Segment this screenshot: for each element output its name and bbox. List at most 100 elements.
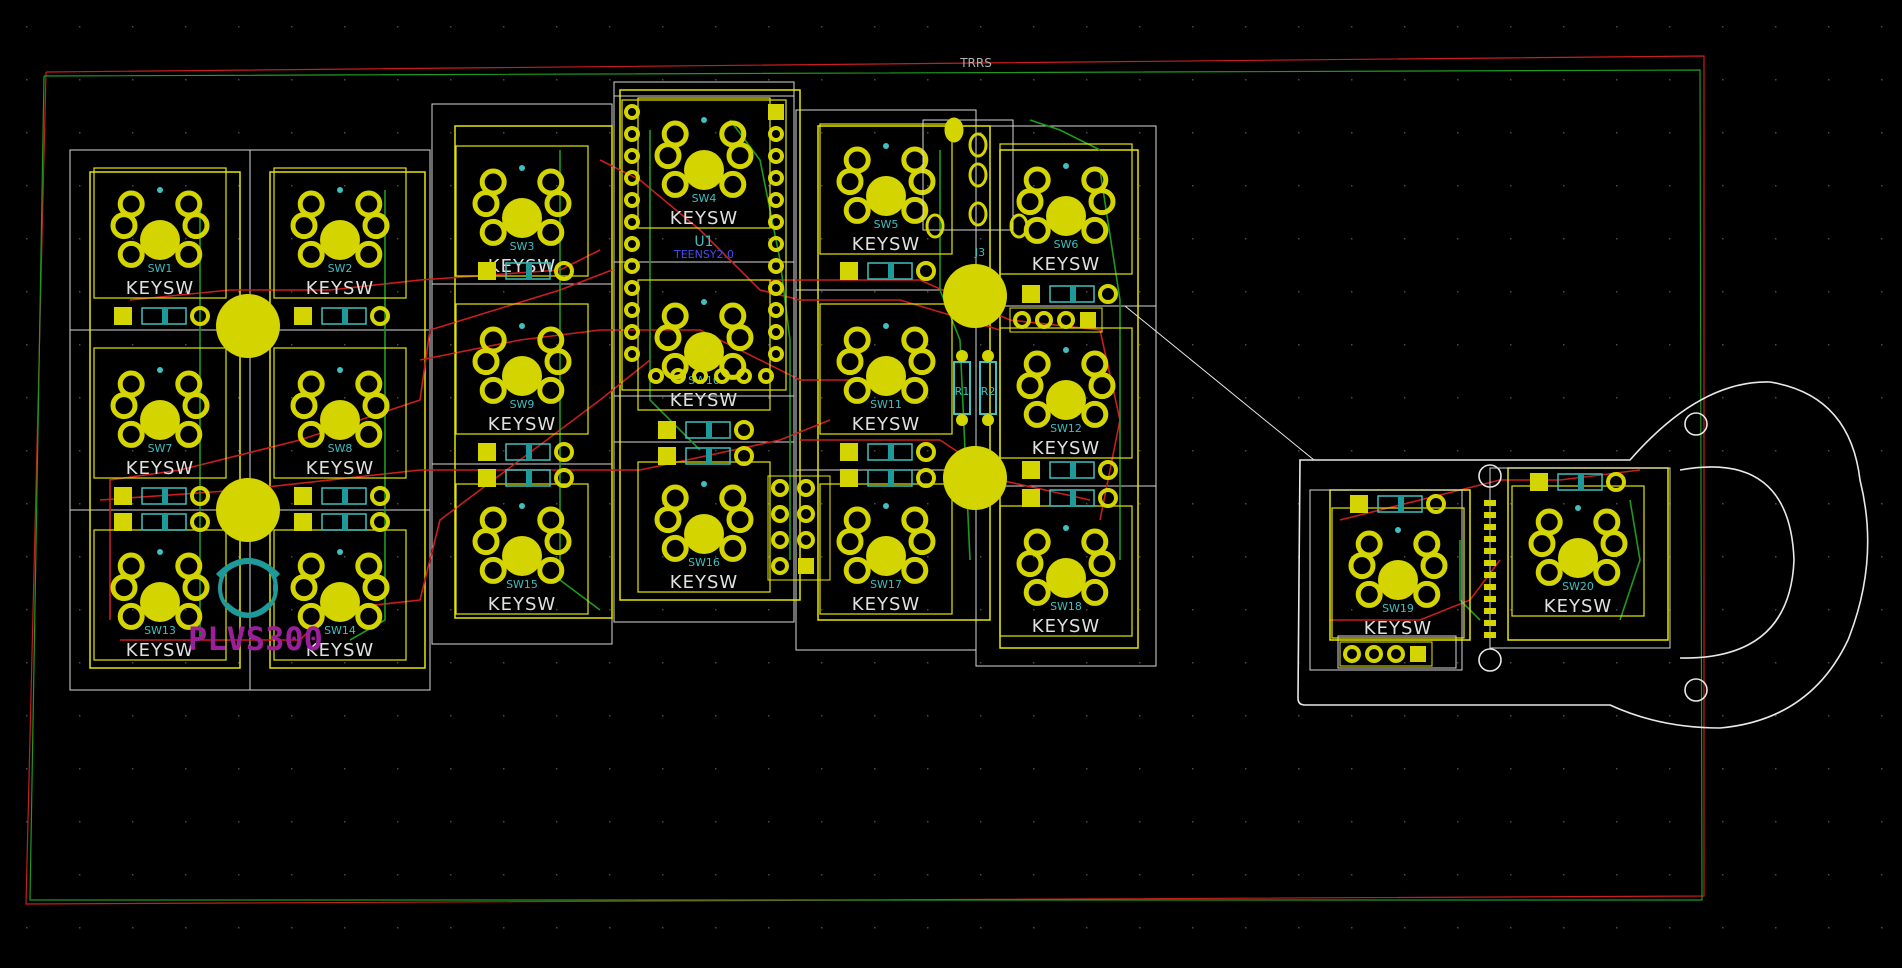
resistors	[953, 350, 997, 426]
switch-ref-label: SW14	[324, 624, 356, 637]
diode	[1022, 488, 1118, 508]
diode	[294, 512, 390, 532]
diode	[840, 261, 936, 281]
switch-ref-label: SW18	[1050, 600, 1082, 613]
switch-ref-label: SW5	[874, 218, 899, 231]
switch-value-label: KEYSW	[1032, 254, 1100, 275]
switch-value-label: KEYSW	[1032, 438, 1100, 459]
switch-value-label: KEYSW	[852, 234, 920, 255]
switch-value-label: KEYSW	[306, 458, 374, 479]
switch-ref-label: SW8	[328, 442, 353, 455]
switch-value-label: KEYSW	[306, 278, 374, 299]
mount-hole	[943, 446, 1007, 510]
thumb-connector-pads	[1484, 500, 1496, 638]
diode	[294, 486, 390, 506]
diode	[1022, 460, 1118, 480]
mcu-ref-label: U1	[694, 234, 713, 250]
switch-value-label: KEYSW	[670, 572, 738, 593]
resistor-label-r1: R1	[955, 385, 970, 398]
switch-value-label: KEYSW	[852, 594, 920, 615]
mcu-value-label: TEENSY2.0	[673, 248, 734, 261]
resistor-label-r2: R2	[981, 385, 996, 398]
switch-value-label: KEYSW	[1032, 616, 1100, 637]
switch-ref-label: SW12	[1050, 422, 1082, 435]
diode	[294, 306, 390, 326]
switch-value-label: KEYSW	[670, 390, 738, 411]
diode	[1350, 494, 1446, 514]
diode	[478, 468, 574, 488]
switch-ref-label: SW6	[1054, 238, 1079, 251]
switch-ref-label: SW1	[148, 262, 173, 275]
diode	[658, 420, 754, 440]
diode	[114, 486, 210, 506]
switch-ref-label: SW4	[692, 192, 717, 205]
switch-ref-label: SW19	[1382, 602, 1414, 615]
mount-hole	[216, 478, 280, 542]
switch-value-label: KEYSW	[488, 414, 556, 435]
switch-value-label: KEYSW	[852, 414, 920, 435]
switch-value-label: KEYSW	[670, 208, 738, 229]
switch-value-label: KEYSW	[488, 256, 556, 277]
diode	[478, 442, 574, 462]
diode	[658, 446, 754, 466]
diode	[1022, 284, 1118, 304]
switch-ref-label: SW7	[148, 442, 173, 455]
diode	[114, 512, 210, 532]
switch-value-label: KEYSW	[1544, 596, 1612, 617]
switch-ref-label: SW11	[870, 398, 902, 411]
switch-ref-label: SW16	[688, 556, 720, 569]
diode-footprints	[114, 261, 1626, 532]
switch-ref-label: SW13	[144, 624, 176, 637]
switch-value-label: KEYSW	[126, 458, 194, 479]
switch-ref-label: SW17	[870, 578, 902, 591]
diode	[1530, 472, 1626, 492]
four-pin-headers[interactable]	[1009, 307, 1433, 667]
switch-ref-label: SW3	[510, 240, 535, 253]
trrs-jack[interactable]	[922, 117, 1029, 239]
switch-value-label: KEYSW	[1364, 618, 1432, 639]
diode	[840, 468, 936, 488]
switch-value-label: KEYSW	[126, 278, 194, 299]
isp-header[interactable]	[767, 475, 831, 581]
switch-value-label: KEYSW	[126, 640, 194, 661]
diode	[114, 306, 210, 326]
jack-ref-label: J3	[974, 246, 985, 259]
mounting-holes	[216, 264, 1007, 542]
thumb-cluster-cells	[1309, 467, 1671, 671]
logo-text: PLVS300	[188, 620, 323, 658]
switch-value-label: KEYSW	[488, 594, 556, 615]
mount-hole	[216, 294, 280, 358]
mount-hole	[943, 264, 1007, 328]
trrs-label: TRRS	[959, 56, 992, 70]
zone-outline	[25, 55, 1705, 905]
diode	[478, 261, 574, 281]
teensy-footprint[interactable]	[613, 95, 795, 397]
switch-ref-label: SW20	[1562, 580, 1594, 593]
switch-value-label: KEYSW	[306, 640, 374, 661]
thumb-cluster-edge	[1124, 305, 1869, 729]
switch-ref-label: SW15	[506, 578, 538, 591]
switch-ref-label: SW9	[510, 398, 535, 411]
switch-ref-label: SW2	[328, 262, 353, 275]
